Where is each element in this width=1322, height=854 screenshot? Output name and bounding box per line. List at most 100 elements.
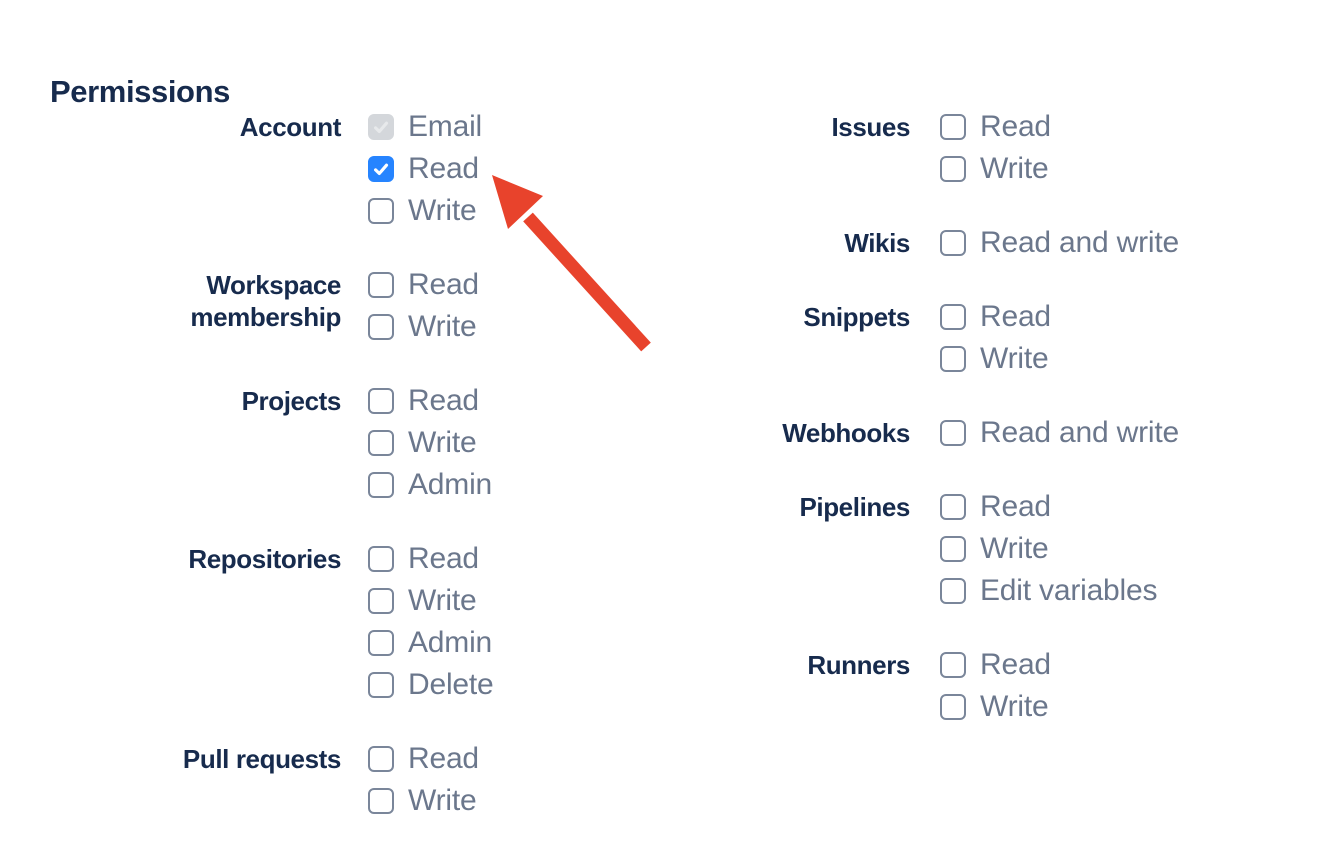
permission-group-issues: Issues Read Write [700,106,1179,190]
permissions-column-left: Account Email Read Write Workspace membe… [52,106,494,854]
group-label-snippets: Snippets [803,302,910,332]
arrow-shaft [523,212,651,352]
repositories-admin-option[interactable]: Admin [368,622,494,664]
checkbox-label: Read and write [980,226,1179,259]
permission-group-snippets: Snippets Read Write [700,296,1179,380]
workspace-membership-read-checkbox[interactable] [368,272,394,298]
checkbox-label: Admin [408,626,493,659]
issues-write-option[interactable]: Write [940,148,1051,190]
repositories-write-option[interactable]: Write [368,580,494,622]
group-label-repositories: Repositories [188,544,341,574]
group-options: Read and write [940,412,1179,454]
permission-group-webhooks: Webhooks Read and write [700,412,1179,454]
projects-admin-option[interactable]: Admin [368,464,492,506]
checkbox-label: Read [980,490,1051,523]
group-options: Read Write [940,644,1051,728]
group-options: Read Write Admin [368,380,492,506]
repositories-delete-checkbox[interactable] [368,672,394,698]
group-label-account: Account [239,112,342,142]
repositories-delete-option[interactable]: Delete [368,664,494,706]
pull-requests-read-option[interactable]: Read [368,738,479,780]
pipelines-edit-variables-option[interactable]: Edit variables [940,570,1157,612]
wikis-read-and-write-option[interactable]: Read and write [940,222,1179,264]
checkbox-label: Edit variables [980,574,1158,607]
account-write-option[interactable]: Write [368,190,482,232]
group-options: Read Write Admin Delete [368,538,494,706]
group-options: Read Write [940,106,1051,190]
group-options: Read Write [368,264,479,348]
group-options: Read and write [940,222,1179,264]
snippets-read-option[interactable]: Read [940,296,1051,338]
projects-write-option[interactable]: Write [368,422,492,464]
pull-requests-write-checkbox[interactable] [368,788,394,814]
permission-group-repositories: Repositories Read Write Admin Delete [52,538,494,706]
workspace-membership-write-checkbox[interactable] [368,314,394,340]
checkbox-label: Write [980,152,1049,185]
group-label-webhooks: Webhooks [782,418,910,448]
projects-read-checkbox[interactable] [368,388,394,414]
issues-write-checkbox[interactable] [940,156,966,182]
account-read-option[interactable]: Read [368,148,482,190]
permission-group-wikis: Wikis Read and write [700,222,1179,264]
pipelines-edit-variables-checkbox[interactable] [940,578,966,604]
pull-requests-read-checkbox[interactable] [368,746,394,772]
runners-read-option[interactable]: Read [940,644,1051,686]
permission-group-pull-requests: Pull requests Read Write [52,738,494,822]
checkbox-label: Write [408,310,477,343]
checkbox-label: Write [408,784,477,817]
arrow-head [492,175,543,229]
runners-write-checkbox[interactable] [940,694,966,720]
checkbox-label: Delete [408,668,494,701]
permission-group-workspace-membership: Workspace membership Read Write [52,264,494,348]
webhooks-read-and-write-checkbox[interactable] [940,420,966,446]
issues-read-option[interactable]: Read [940,106,1051,148]
workspace-membership-write-option[interactable]: Write [368,306,479,348]
projects-write-checkbox[interactable] [368,430,394,456]
pipelines-write-checkbox[interactable] [940,536,966,562]
checkbox-label: Read and write [980,416,1179,449]
check-icon [374,163,389,176]
workspace-membership-read-option[interactable]: Read [368,264,479,306]
checkbox-label: Read [408,742,479,775]
permission-group-account: Account Email Read Write [52,106,494,232]
checkbox-label: Admin [408,468,493,501]
checkbox-label: Read [408,152,479,185]
permission-group-pipelines: Pipelines Read Write Edit variables [700,486,1179,612]
checkbox-label: Write [408,584,477,617]
snippets-read-checkbox[interactable] [940,304,966,330]
wikis-read-and-write-checkbox[interactable] [940,230,966,256]
account-write-checkbox[interactable] [368,198,394,224]
projects-read-option[interactable]: Read [368,380,492,422]
snippets-write-checkbox[interactable] [940,346,966,372]
group-label-runners: Runners [807,650,910,680]
pipelines-write-option[interactable]: Write [940,528,1157,570]
repositories-admin-checkbox[interactable] [368,630,394,656]
group-options: Read Write [368,738,479,822]
group-label-pipelines: Pipelines [799,492,910,522]
permission-group-runners: Runners Read Write [700,644,1179,728]
repositories-write-checkbox[interactable] [368,588,394,614]
group-label-issues: Issues [831,112,910,142]
group-label-projects: Projects [241,386,342,416]
runners-read-checkbox[interactable] [940,652,966,678]
pipelines-read-checkbox[interactable] [940,494,966,520]
checkbox-label: Read [980,110,1051,143]
repositories-read-option[interactable]: Read [368,538,494,580]
projects-admin-checkbox[interactable] [368,472,394,498]
snippets-write-option[interactable]: Write [940,338,1051,380]
issues-read-checkbox[interactable] [940,114,966,140]
account-read-checkbox[interactable] [368,156,394,182]
checkbox-label: Write [980,690,1049,723]
pull-requests-write-option[interactable]: Write [368,780,479,822]
webhooks-read-and-write-option[interactable]: Read and write [940,412,1179,454]
permissions-column-right: Issues Read Write Wikis Read and write S… [700,106,1179,760]
checkbox-label: Email [408,110,483,143]
runners-write-option[interactable]: Write [940,686,1051,728]
permission-group-projects: Projects Read Write Admin [52,380,494,506]
checkbox-label: Write [980,532,1049,565]
checkbox-label: Write [408,194,477,227]
checkbox-label: Read [408,542,479,575]
repositories-read-checkbox[interactable] [368,546,394,572]
pipelines-read-option[interactable]: Read [940,486,1157,528]
group-options: Email Read Write [368,106,482,232]
